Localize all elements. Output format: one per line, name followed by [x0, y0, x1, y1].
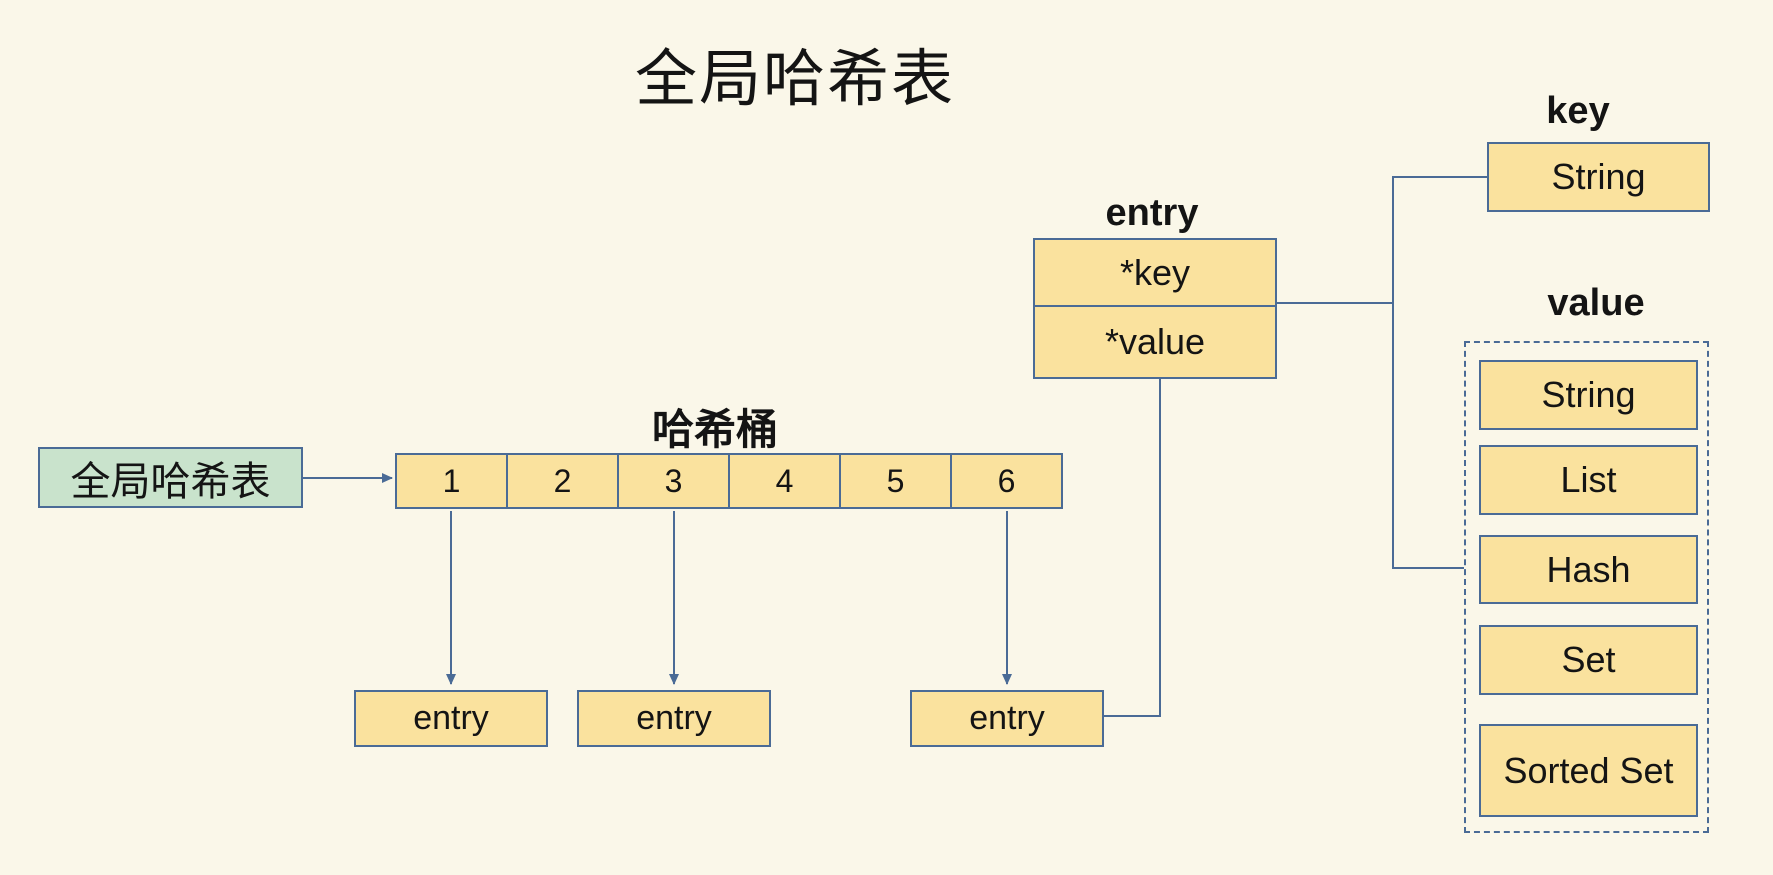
entry-struct-label: entry: [1105, 192, 1199, 234]
bucket-cell-6: 6: [950, 455, 1061, 507]
value-type-box-list: List: [1479, 445, 1698, 515]
value-type-box-set: Set: [1479, 625, 1698, 695]
entry-struct: *key *value: [1033, 238, 1277, 379]
bucket-cell-3: 3: [617, 455, 728, 507]
hash-bucket-label: 哈希桶: [651, 406, 779, 453]
entry-box-3: entry: [910, 690, 1104, 747]
key-type-box-string: String: [1487, 142, 1710, 212]
diagram-title: 全局哈希表: [634, 45, 956, 114]
bucket-cell-5: 5: [839, 455, 950, 507]
bucket-cell-2: 2: [506, 455, 617, 507]
value-type-box-sorted-set: Sorted Set: [1479, 724, 1698, 817]
hash-bucket-row: 1 2 3 4 5 6: [395, 453, 1063, 509]
value-types-group: String List Hash Set Sorted Set: [1464, 341, 1709, 833]
value-type-box-string: String: [1479, 360, 1698, 430]
key-section-label: key: [1546, 90, 1610, 132]
value-type-box-hash: Hash: [1479, 535, 1698, 604]
entry-box-1: entry: [354, 690, 548, 747]
entry-field-key-pointer: *key: [1119, 251, 1191, 293]
connector-entry3-to-struct: [1104, 378, 1161, 717]
bucket-cell-1: 1: [442, 462, 461, 499]
entry-field-value-pointer: *value: [1035, 305, 1275, 377]
global-hash-table-box: 全局哈希表: [38, 447, 303, 508]
bucket-cell-4: 4: [728, 455, 839, 507]
entry-box-2: entry: [577, 690, 771, 747]
value-section-label: value: [1547, 282, 1645, 324]
